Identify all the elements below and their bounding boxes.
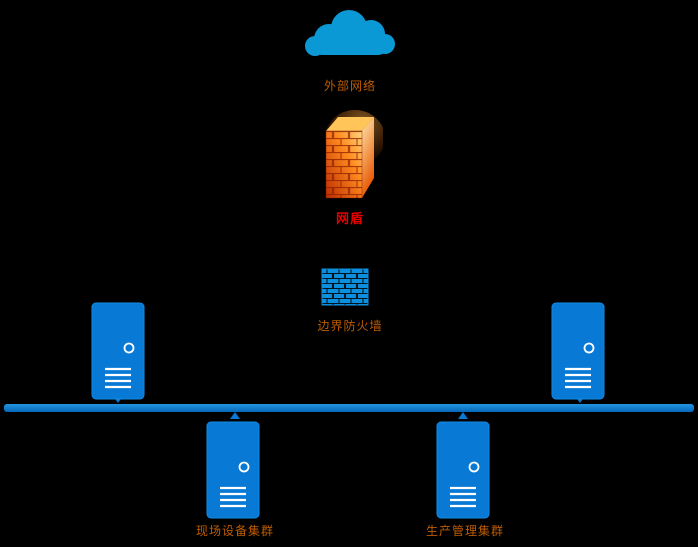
connector-arrow [458, 412, 468, 419]
shield-firewall-icon [317, 110, 383, 206]
network-bus-bar [4, 404, 694, 412]
server-icon-production-mgmt-cluster [436, 421, 490, 519]
external-network-label: 外部网络 [323, 79, 376, 93]
server-icon-field-device-cluster [206, 421, 260, 519]
server-icon-top-left [91, 302, 145, 400]
border-firewall-icon [321, 268, 369, 306]
production-mgmt-cluster-label: 生产管理集群 [425, 524, 504, 538]
border-firewall-label: 边界防火墙 [317, 319, 383, 333]
net-shield-label: 网盾 [335, 212, 364, 227]
server-icon-top-right [551, 302, 605, 400]
field-device-cluster-label: 现场设备集群 [195, 524, 274, 538]
cloud-icon [299, 6, 401, 60]
connector-arrow [230, 412, 240, 419]
